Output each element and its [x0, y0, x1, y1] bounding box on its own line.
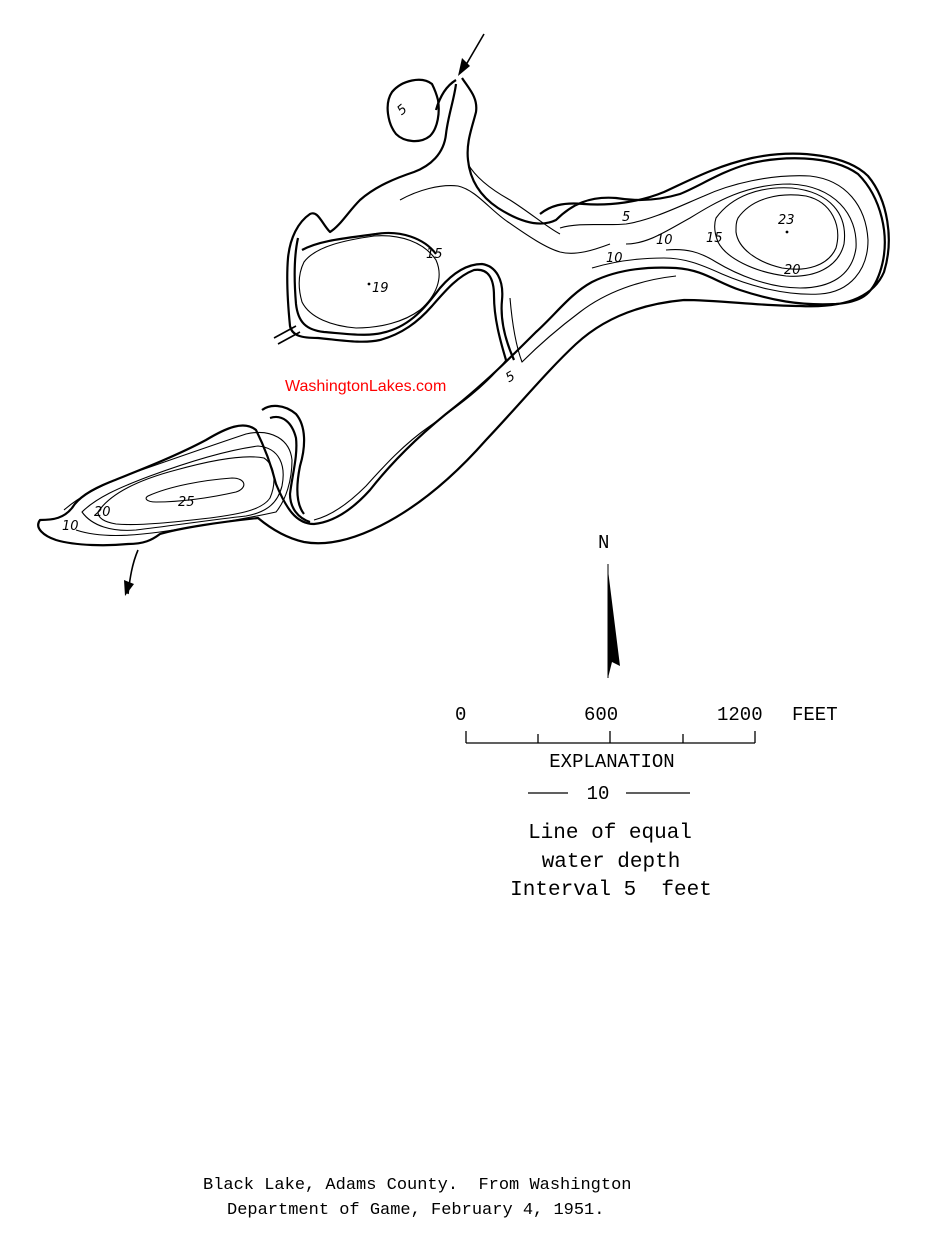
legend-text-line: water depth: [542, 851, 681, 874]
watermark: WashingtonLakes.com: [285, 378, 446, 395]
contour-label: 5: [394, 102, 410, 119]
contour-label: 25: [178, 495, 195, 510]
contour-label: 10: [62, 519, 79, 534]
contour-label: 23: [778, 213, 795, 228]
caption-line: Black Lake, Adams County. From Washingto…: [203, 1176, 631, 1195]
dam-marks: [273, 325, 301, 345]
outlet-arrow: [124, 549, 139, 596]
legend: EXPLANATION 10 Line of equal water depth…: [510, 751, 712, 902]
depth-contours: [63, 163, 869, 537]
contour-label: 19: [372, 281, 389, 296]
contour-label: 5: [503, 369, 518, 386]
scale-tick-label: 600: [584, 704, 618, 726]
scale-tick-label: 0: [455, 704, 466, 726]
contour-label: 20: [784, 263, 801, 278]
north-arrow-icon: N: [598, 532, 620, 678]
scale-tick-label: 1200: [717, 704, 763, 726]
scale-bar: 0 600 1200 FEET: [455, 704, 838, 744]
shoreline: [37, 77, 890, 547]
caption-line: Department of Game, February 4, 1951.: [227, 1201, 604, 1220]
contour-label: 15: [426, 247, 443, 262]
legend-text-line: Line of equal: [528, 822, 692, 845]
legend-text-line: Interval 5 feet: [510, 879, 712, 902]
contour-label: 20: [94, 505, 111, 520]
contour-labels: 5 5 10 10 15 20 23 15 19 5 10 20 25: [62, 102, 801, 534]
legend-title: EXPLANATION: [549, 751, 674, 773]
north-label: N: [598, 532, 609, 554]
inlet-arrow: [458, 33, 485, 76]
contour-label: 15: [706, 231, 723, 246]
contour-label: 10: [656, 233, 673, 248]
legend-sample-value: 10: [587, 783, 610, 805]
contour-label: 10: [606, 251, 623, 266]
caption: Black Lake, Adams County. From Washingto…: [203, 1176, 631, 1220]
contour-label: 5: [622, 210, 630, 225]
scale-unit-label: FEET: [792, 704, 838, 726]
